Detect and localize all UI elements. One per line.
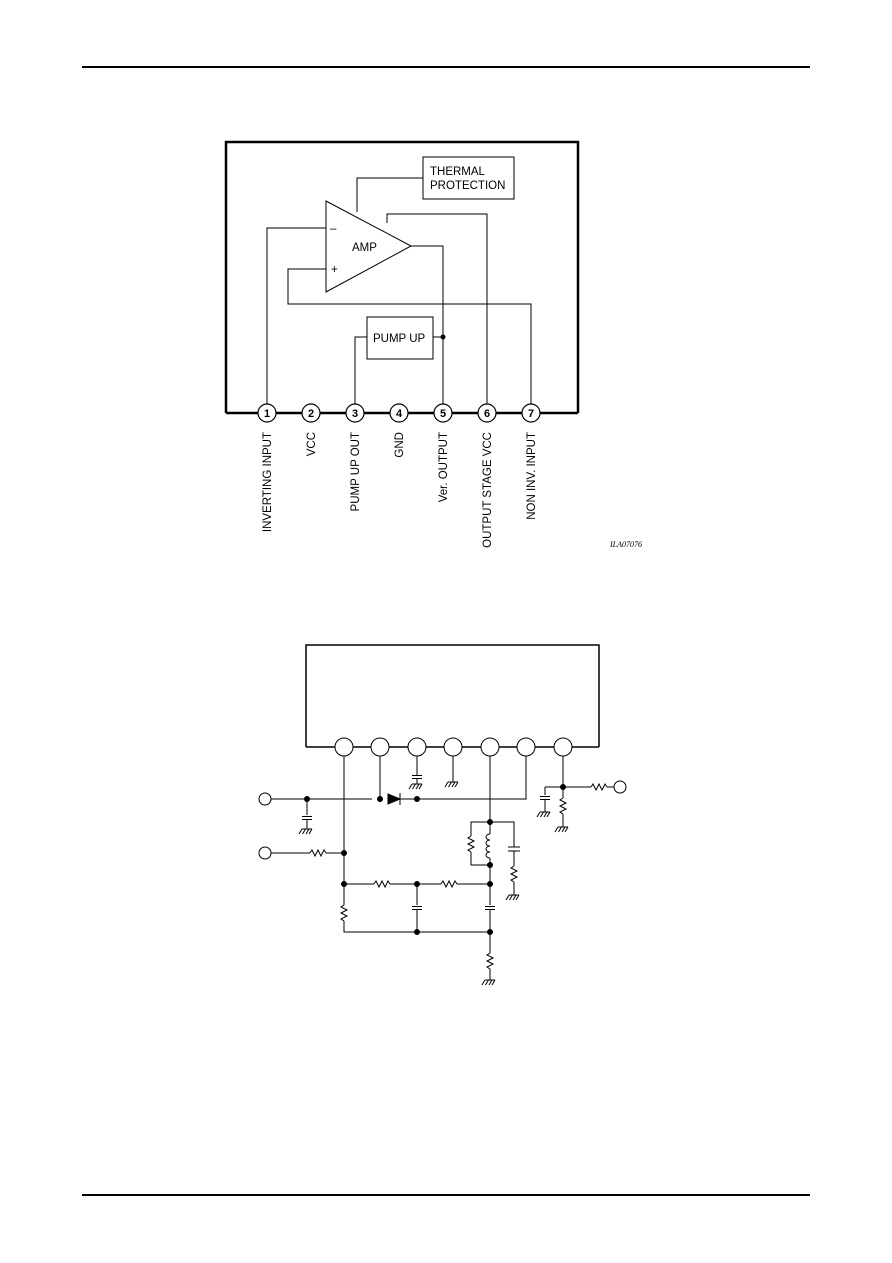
pin-6-label: OUTPUT STAGE VCC: [482, 432, 494, 548]
wire-pin6: [417, 756, 527, 800]
wire-thermal-amp: [356, 177, 423, 212]
circuit-pin-1: [334, 737, 354, 757]
pin-5-label: Ver. OUTPUT: [438, 432, 450, 502]
resistor-mid-1: [373, 879, 391, 889]
diode-symbol: [387, 793, 402, 805]
wire-pin7-noninv: [287, 268, 532, 405]
amp-label: AMP: [352, 242, 377, 254]
pin-6-circle: [477, 403, 497, 423]
pin-7-circle: [521, 403, 541, 423]
junction-dot: [440, 334, 446, 340]
pump-up-box: [366, 316, 434, 360]
pin-1-number: 1: [264, 408, 270, 420]
resistor-pin7-bias: [558, 797, 568, 815]
pin-2-circle: [301, 403, 321, 423]
wire-pin3-pump: [354, 336, 367, 405]
thermal-protection-box: [422, 156, 515, 200]
pin-3-number: 3: [352, 408, 358, 420]
circuit-pin-4: [443, 737, 463, 757]
pin-6-number: 6: [484, 408, 490, 420]
junction-dots: [304, 784, 566, 935]
resistor-coil-parallel: [466, 835, 476, 853]
resistor-pin7-input: [590, 782, 608, 792]
pin-2-number: 2: [308, 408, 314, 420]
pump-up-label: PUMP UP: [373, 333, 426, 345]
header-rule: [82, 66, 810, 68]
pin-3-label: PUMP UP OUT: [350, 432, 362, 511]
resistor-left-vertical: [339, 904, 349, 922]
pin-2-label: VCC: [306, 432, 318, 456]
pin-7-number: 7: [528, 408, 534, 420]
deflection-coil: [485, 833, 491, 859]
thermal-label-line2: PROTECTION: [430, 180, 505, 192]
terminal-vcc-in: [258, 792, 272, 806]
figure-reference: ILA07076: [609, 540, 642, 549]
wire-pin1-inverting: [266, 227, 326, 405]
circuit-pin-2: [370, 737, 390, 757]
resistor-cap-branch: [509, 865, 519, 883]
resistor-input: [309, 848, 327, 858]
footer-rule: [82, 1194, 810, 1196]
pin-1-label: INVERTING INPUT: [262, 432, 274, 532]
wire-pin5-output: [411, 245, 444, 405]
ic-outline: [224, 140, 580, 413]
pin-1-circle: [257, 403, 277, 423]
pin-7-label: NON INV. INPUT: [526, 432, 538, 520]
resistor-mid-2: [440, 879, 458, 889]
block-diagram: 1 2 3 4 5 6 7 THERMAL PROTECTION AMP – +…: [224, 140, 642, 549]
amp-triangle: [325, 200, 413, 293]
circuit-pin-6: [516, 737, 536, 757]
thermal-label-line1: THERMAL: [430, 166, 486, 178]
pin-5-circle: [433, 403, 453, 423]
pin-4-label: GND: [394, 432, 406, 458]
terminal-pin7-in: [613, 780, 627, 794]
circuit-pin-3: [407, 737, 427, 757]
amp-minus-sign: –: [330, 223, 337, 235]
pin-3-circle: [345, 403, 365, 423]
ic-body: [305, 644, 600, 747]
terminal-input: [258, 846, 272, 860]
wire-pin6-vcc: [386, 213, 488, 405]
pin-5-number: 5: [440, 408, 446, 420]
circuit-pin-7: [553, 737, 573, 757]
pin-4-circle: [389, 403, 409, 423]
circuit-pin-5: [480, 737, 500, 757]
amp-plus-sign: +: [331, 264, 338, 276]
resistor-sense: [485, 952, 495, 970]
pin-4-number: 4: [396, 408, 403, 420]
